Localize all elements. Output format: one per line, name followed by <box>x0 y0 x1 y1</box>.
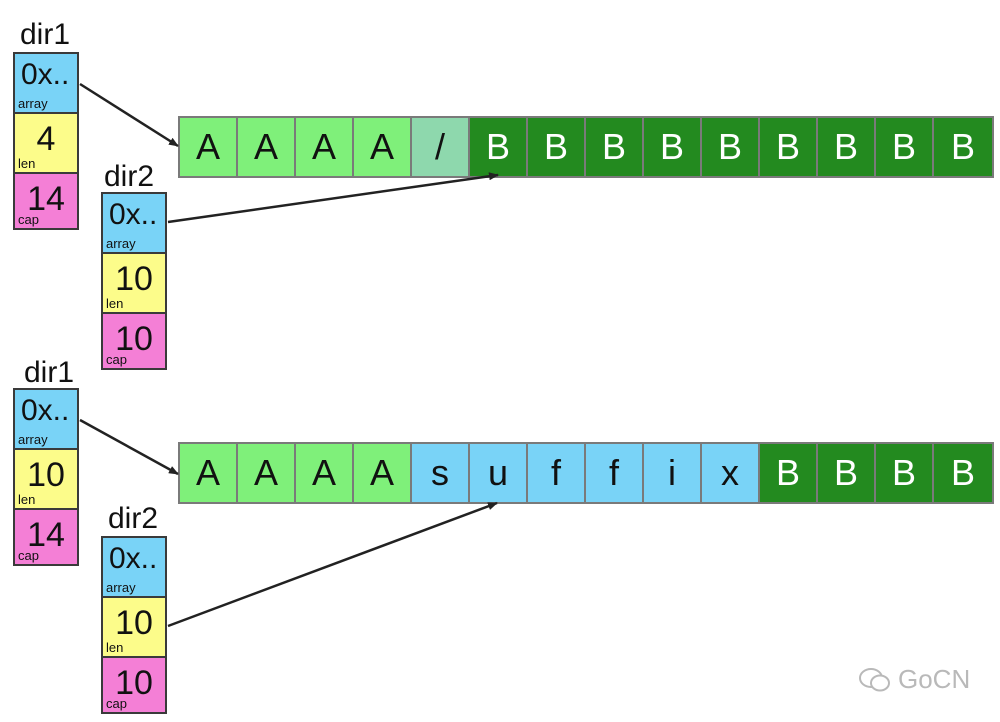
array-pointer-value: 0x.. <box>109 198 158 231</box>
pointer-arrow-dir1 <box>79 82 179 148</box>
array-cell: A <box>354 118 412 176</box>
array-cell: A <box>296 444 354 502</box>
array-cell: A <box>180 444 238 502</box>
cap-field-label: cap <box>106 352 127 367</box>
cap-value: 10 <box>115 320 153 358</box>
cap-field: 14 cap <box>15 174 77 228</box>
array-cell: A <box>296 118 354 176</box>
len-field: 4 len <box>15 114 77 174</box>
len-field-label: len <box>106 296 124 311</box>
array-cell: B <box>644 118 702 176</box>
array-cell: i <box>644 444 702 502</box>
slice-header-box-dir2: 0x.. array 10 len 10 cap <box>101 192 167 370</box>
array-cell: B <box>586 118 644 176</box>
array-cell: B <box>470 118 528 176</box>
cap-field-label: cap <box>18 212 39 227</box>
array-field-label: array <box>18 96 48 111</box>
len-field-label: len <box>18 492 36 507</box>
len-value: 10 <box>27 456 65 494</box>
array-cell: B <box>876 118 934 176</box>
len-field: 10 len <box>103 598 165 658</box>
pointer-arrow-dir1 <box>79 418 179 476</box>
array-cell: A <box>354 444 412 502</box>
slice-header-box-dir2: 0x.. array 10 len 10 cap <box>101 536 167 714</box>
array-cell: s <box>412 444 470 502</box>
array-cell: f <box>586 444 644 502</box>
array-cell: x <box>702 444 760 502</box>
array-cell: B <box>934 444 992 502</box>
array-cell: u <box>470 444 528 502</box>
slice-header-dir2: dir2 <box>108 502 159 535</box>
array-pointer-field: 0x.. array <box>103 538 165 598</box>
array-cell: B <box>818 444 876 502</box>
cap-value: 10 <box>115 664 153 702</box>
array-cell: A <box>180 118 238 176</box>
array-field-label: array <box>106 236 136 251</box>
array-field-label: array <box>18 432 48 447</box>
cap-field: 10 cap <box>103 658 165 712</box>
pointer-arrow-dir2 <box>167 501 498 628</box>
len-field-label: len <box>18 156 36 171</box>
pointer-arrow-dir2 <box>167 172 499 224</box>
array-cell: B <box>528 118 586 176</box>
slice-header-dir2: dir2 <box>104 160 155 193</box>
cap-field: 14 cap <box>15 510 77 564</box>
array-cell: B <box>818 118 876 176</box>
array-cell: A <box>238 444 296 502</box>
slice-header-box-dir1: 0x.. array 10 len 14 cap <box>13 388 79 566</box>
array-pointer-value: 0x.. <box>21 58 70 91</box>
chat-bubbles-icon <box>859 667 890 691</box>
watermark-text: GoCN <box>898 664 971 694</box>
len-field: 10 len <box>15 450 77 510</box>
len-value: 10 <box>115 260 153 298</box>
array-cell: f <box>528 444 586 502</box>
array-cell: / <box>412 118 470 176</box>
array-cell: B <box>876 444 934 502</box>
array-pointer-field: 0x.. array <box>15 54 77 114</box>
slice-header-dir1: dir1 <box>24 356 75 389</box>
cap-field-label: cap <box>106 696 127 711</box>
cap-value: 14 <box>27 180 65 218</box>
cap-value: 14 <box>27 516 65 554</box>
cap-field-label: cap <box>18 548 39 563</box>
array-pointer-field: 0x.. array <box>103 194 165 254</box>
slice-header-box-dir1: 0x.. array 4 len 14 cap <box>13 52 79 230</box>
len-field-label: len <box>106 640 124 655</box>
array-pointer-value: 0x.. <box>109 542 158 575</box>
array-cell: A <box>238 118 296 176</box>
len-value: 4 <box>36 120 56 158</box>
len-field: 10 len <box>103 254 165 314</box>
watermark: GoCN <box>858 664 970 695</box>
array-cell: B <box>934 118 992 176</box>
slice-header-dir1: dir1 <box>20 18 71 51</box>
array-cell: B <box>702 118 760 176</box>
len-value: 10 <box>115 604 153 642</box>
array-cell: B <box>760 118 818 176</box>
array-pointer-field: 0x.. array <box>15 390 77 450</box>
array-cell: B <box>760 444 818 502</box>
array-pointer-value: 0x.. <box>21 394 70 427</box>
array-field-label: array <box>106 580 136 595</box>
cap-field: 10 cap <box>103 314 165 368</box>
